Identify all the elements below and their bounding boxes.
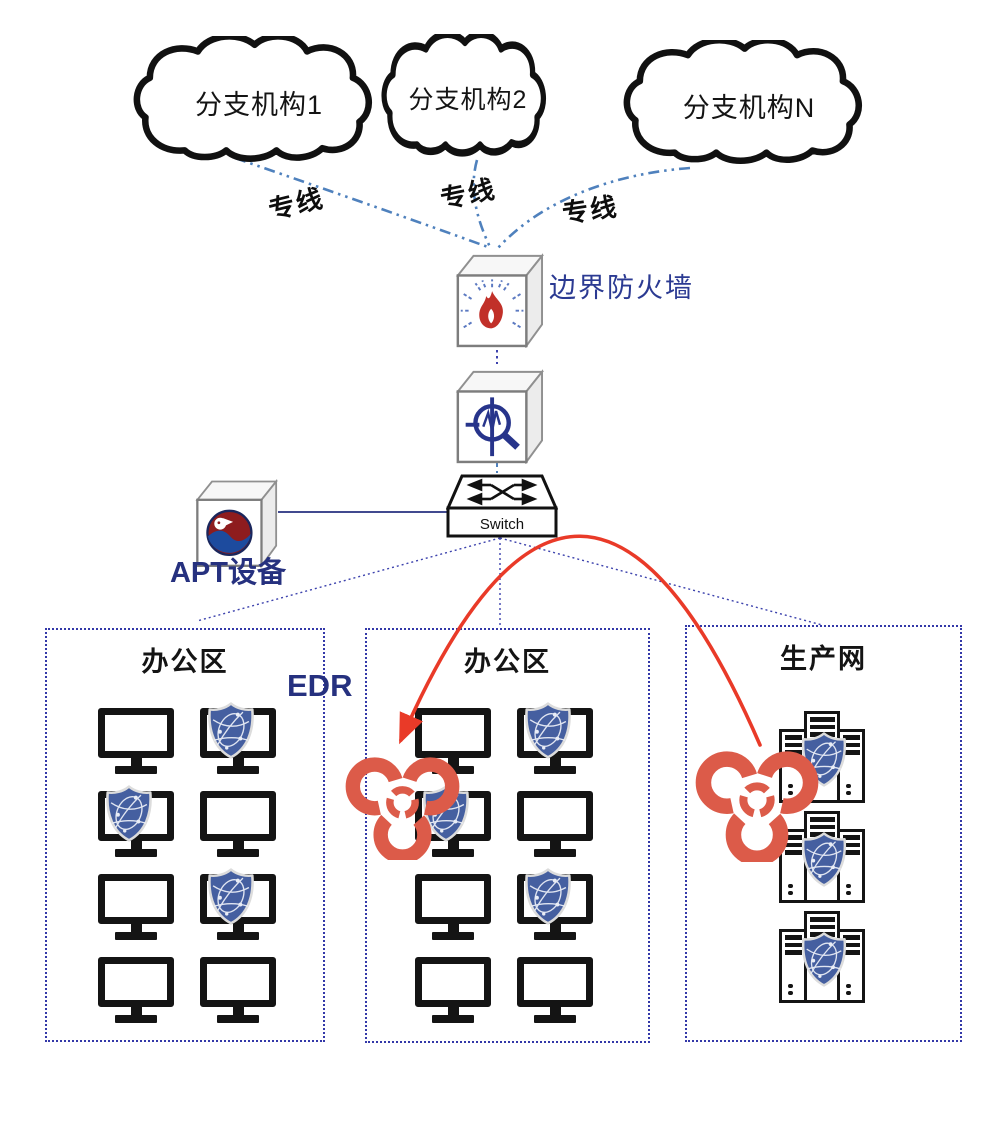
edr-shield-icon [208, 702, 254, 759]
inspection-device [450, 366, 544, 464]
dedicated-line-label-2: 专线 [437, 173, 499, 215]
switch-to-production-link [499, 537, 823, 626]
zone-office-2-title: 办公区 [464, 647, 551, 677]
edr-shield-icon [801, 932, 847, 987]
cloud-icon [133, 36, 373, 162]
biohazard-infection-icon-production [695, 738, 819, 862]
workstation-monitor [200, 957, 276, 1024]
border-firewall-device [450, 250, 544, 348]
edr-shield-icon [801, 832, 847, 887]
magnifier-inspection-cube-icon [455, 369, 544, 464]
workstation-monitor [517, 957, 593, 1024]
zone-production: 生产网 [685, 625, 962, 1042]
edr-shield-icon [525, 702, 571, 759]
dedicated-line-label-3: 专线 [560, 191, 621, 229]
workstation-monitor [415, 874, 491, 941]
edr-shield-icon [106, 785, 152, 842]
dedicated-line-label-1: 专线 [265, 182, 328, 226]
server-group [779, 811, 869, 903]
monitor-screen [517, 791, 593, 841]
workstation-monitor [517, 868, 593, 941]
office-1-workstations [98, 702, 276, 1024]
edr-shield-icon [208, 868, 254, 925]
zone-office-1-title: 办公区 [141, 647, 229, 677]
crossed-arrows-switch-icon: Switch [446, 474, 558, 538]
server-tower [779, 929, 807, 1003]
monitor-screen [98, 874, 174, 924]
monitor-screen [415, 957, 491, 1007]
cloud-icon [623, 40, 862, 165]
switch-label: Switch [480, 516, 524, 533]
workstation-monitor [98, 708, 174, 775]
server-group [779, 911, 869, 1003]
branch-1-label: 分支机构1 [194, 89, 324, 120]
workstation-monitor [200, 868, 276, 941]
firewall-label: 边界防火墙 [549, 273, 694, 303]
office-2-workstations [415, 702, 593, 1024]
monitor-screen [415, 874, 491, 924]
production-servers [779, 711, 869, 1003]
workstation-monitor [415, 957, 491, 1024]
workstation-monitor [200, 702, 276, 775]
monitor-screen [98, 708, 174, 758]
cloud-branch-2: 分支机构2 [378, 34, 558, 162]
monitor-screen [200, 791, 276, 841]
workstation-monitor [98, 957, 174, 1024]
workstation-monitor [98, 785, 174, 858]
edr-label: EDR [287, 668, 353, 703]
flame-firewall-cube-icon [455, 253, 544, 348]
apt-device-label: APT设备 [169, 557, 286, 589]
zone-office-1: 办公区 [45, 628, 325, 1042]
workstation-monitor [517, 791, 593, 858]
branch-n-label: 分支机构N [682, 92, 816, 123]
workstation-monitor [98, 874, 174, 941]
cloud-icon [381, 34, 546, 157]
cloud-branch-n: 分支机构N [618, 40, 880, 170]
edr-shield-icon [525, 868, 571, 925]
biohazard-infection-icon-office [345, 745, 460, 860]
core-switch: Switch [446, 474, 558, 540]
monitor-screen [517, 957, 593, 1007]
monitor-screen [200, 957, 276, 1007]
cloud-branch-1: 分支机构1 [128, 36, 390, 168]
zone-production-title: 生产网 [780, 644, 867, 674]
workstation-monitor [517, 702, 593, 775]
workstation-monitor [200, 791, 276, 858]
branch-2-label: 分支机构2 [408, 86, 528, 114]
monitor-screen [98, 957, 174, 1007]
